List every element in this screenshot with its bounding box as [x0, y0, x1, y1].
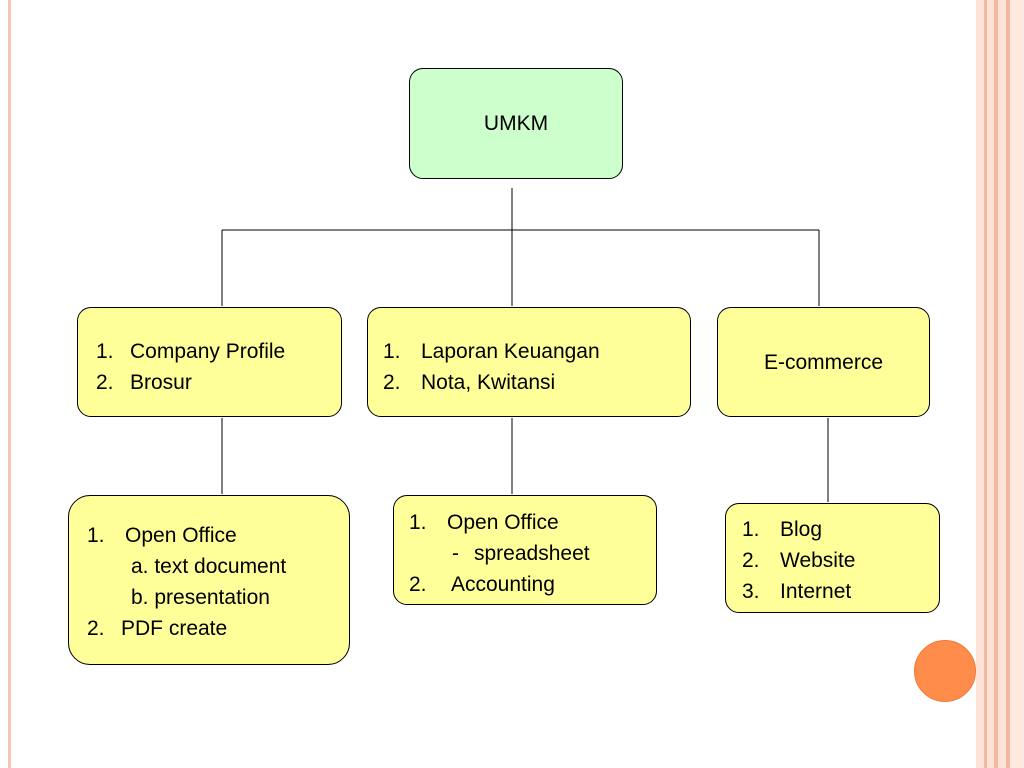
- node-ecommerce: E-commerce: [717, 307, 930, 417]
- ecommerce-label: E-commerce: [763, 350, 884, 374]
- root-label: UMKM: [483, 112, 549, 135]
- left-border-stripe: [8, 0, 11, 768]
- root-node: UMKM: [409, 68, 623, 179]
- node-spreadsheet-tools: 1. Open Office - spreadsheet 2. Accounti…: [393, 495, 657, 605]
- list-subitem: a. text document: [131, 555, 287, 578]
- node-online-channels: 1. Blog 2. Website 3. Internet: [725, 503, 940, 613]
- node-promotion: 1. Company Profile 2. Brosur: [77, 307, 342, 417]
- node-office-tools: 1. Open Office a. text document b. prese…: [68, 495, 350, 665]
- node-finance: 1. Laporan Keuangan 2. Nota, Kwitansi: [367, 307, 691, 417]
- orange-circle-decoration: [914, 640, 976, 702]
- right-border-stripes: [976, 0, 1024, 768]
- list-subitem: b. presentation: [131, 586, 270, 609]
